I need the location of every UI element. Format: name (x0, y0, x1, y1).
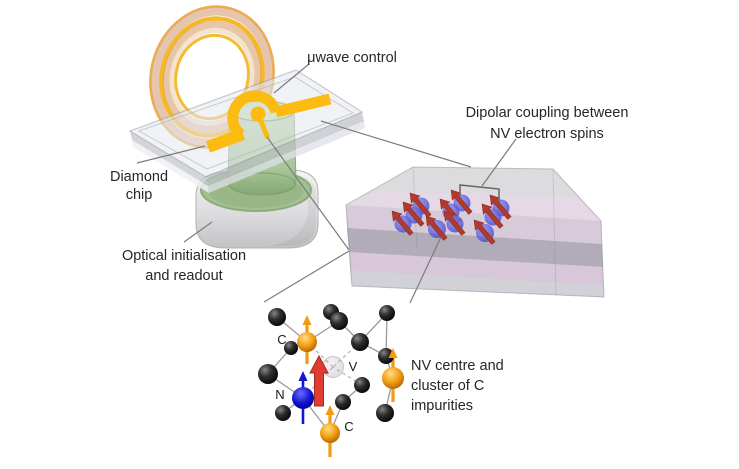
dipolar-label-line1: Dipolar coupling between (466, 105, 629, 121)
diamond-chip-label-line2: chip (126, 187, 153, 203)
omega-antenna (205, 90, 332, 153)
nv-spin (421, 211, 451, 243)
carbon-atom (351, 333, 369, 351)
nv-centre-label-line2: cluster of C (411, 378, 484, 394)
microwave-pointer-line (273, 63, 310, 94)
chip-to-slab-line-upper (320, 120, 472, 168)
carbon-atom (335, 394, 351, 410)
labels: μwave control Diamond chip Optical initi… (110, 50, 628, 434)
carbon-upper-label: C (277, 332, 286, 347)
nitrogen-atom (292, 387, 314, 409)
optical-pointer-line (183, 221, 213, 243)
carbon-impurity-atom (297, 332, 317, 352)
nv-centre-label-line1: NV centre and (411, 358, 504, 374)
nitrogen-atom-group (292, 371, 314, 409)
nv-spin (439, 206, 469, 238)
slab-top-pink-layer (346, 191, 601, 221)
nv-spin (469, 215, 499, 247)
nv-spins (387, 185, 515, 247)
nv-spin (477, 199, 507, 231)
carbon-atom (258, 364, 278, 384)
carbon-atom (275, 405, 291, 421)
carbon-impurity-atom (382, 367, 404, 389)
microwave-control-label: μwave control (307, 50, 397, 66)
carbon-atom (379, 305, 395, 321)
optical-label-line2: and readout (145, 268, 222, 284)
connector-lines (136, 63, 472, 251)
carbon-atom (376, 404, 394, 422)
dipolar-pointer-line (481, 138, 517, 187)
carbon-atom (330, 312, 348, 330)
chip-to-slab-line-lower (266, 136, 350, 251)
coupling-bracket (459, 138, 517, 202)
carbon-impurity-atoms (297, 315, 404, 443)
crystal-lattice (258, 304, 404, 457)
optical-label-line1: Optical initialisation (122, 248, 246, 264)
carbon-atom (268, 308, 286, 326)
nitrogen-label: N (275, 387, 284, 402)
diamond-chip-label-line1: Diamond (110, 169, 168, 185)
carbon-atom (354, 377, 370, 393)
carbon-atom (378, 348, 394, 364)
dipolar-label-line2: NV electron spins (490, 126, 604, 142)
nv-spin (387, 206, 417, 238)
carbon-atoms (258, 304, 395, 422)
slab-to-lattice-lines (263, 236, 442, 304)
carbon-atom (284, 341, 298, 355)
carbon-lower-label: C (344, 419, 353, 434)
vacancy-label: V (349, 359, 358, 374)
nv-spin-arrow (309, 354, 329, 407)
nv-slab (345, 166, 605, 298)
carbon-impurity-atom (320, 423, 340, 443)
nv-centre-label-line3: impurities (411, 398, 473, 414)
diamond-chip-pointer-line (136, 145, 206, 164)
slab-front-pink-layer (349, 252, 603, 285)
